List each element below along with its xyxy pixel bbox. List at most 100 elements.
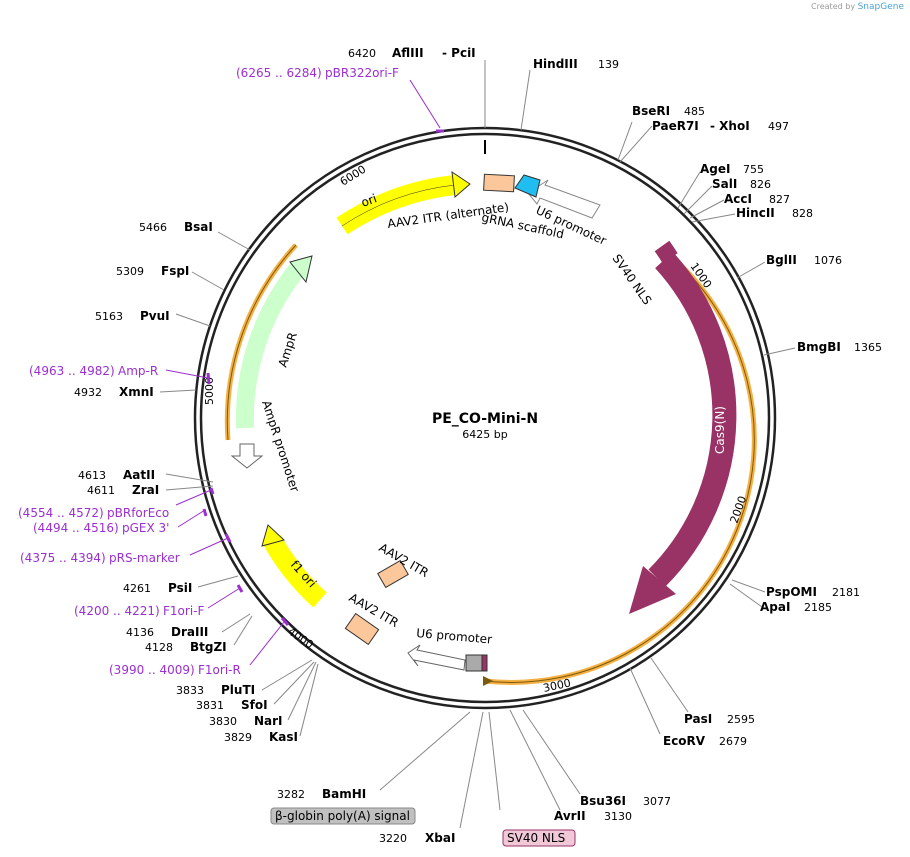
snapgene-credit: Created by SnapGene xyxy=(811,2,904,12)
label-ori: ori xyxy=(359,191,378,209)
feature-cas9-head xyxy=(629,566,676,614)
site-pos: 4136 xyxy=(126,626,154,639)
tick-label-5000: 5000 xyxy=(203,377,216,405)
site-pos: 3829 xyxy=(224,731,252,744)
feature-ampr xyxy=(235,260,307,429)
site-pos: 3077 xyxy=(643,795,671,808)
site-name: AccI xyxy=(724,192,752,206)
site-pos: 4932 xyxy=(74,386,102,399)
primer-range: (3990 .. 4009) xyxy=(109,663,195,677)
label-sv40-nls-box: SV40 NLS xyxy=(507,831,565,845)
site-extra: - PciI xyxy=(442,46,476,60)
primer-name: F1ori-R xyxy=(198,663,241,677)
primer-name: F1ori-F xyxy=(163,604,204,618)
feature-aav2-itr-1 xyxy=(377,559,409,589)
feature-cas9 xyxy=(648,251,737,587)
primer-range: (4200 .. 4221) xyxy=(74,604,160,618)
site-name: HincII xyxy=(736,206,775,220)
site-pos: 3831 xyxy=(196,699,224,712)
site-pos: 1365 xyxy=(854,341,882,354)
primer-leaders xyxy=(165,79,441,666)
feature-u6-promoter-top xyxy=(527,179,601,219)
feature-ampr-head xyxy=(289,255,313,284)
site-pos: 755 xyxy=(743,163,764,176)
tick-label-4000: 4000 xyxy=(285,625,315,652)
plasmid-length: 6425 bp xyxy=(462,428,507,441)
label-ampr-promoter: AmpR promoter xyxy=(259,399,302,494)
site-pos: 2181 xyxy=(832,586,860,599)
site-pos: 3220 xyxy=(379,832,407,845)
site-name: PspOMI xyxy=(766,585,817,599)
site-name: KasI xyxy=(269,730,298,744)
backbone-inner xyxy=(199,132,771,704)
box-sv40-nls xyxy=(502,829,576,847)
site-pos: 2679 xyxy=(719,735,747,748)
feature-ampr-promoter xyxy=(230,443,264,469)
site-pos: 827 xyxy=(769,193,790,206)
site-name: AgeI xyxy=(700,162,730,176)
site-name: PaeR7I xyxy=(652,119,699,133)
site-name: XmnI xyxy=(119,385,154,399)
site-name: DraIII xyxy=(171,625,208,639)
site-name: HindIII xyxy=(533,57,578,71)
feature-ori-head xyxy=(451,170,471,198)
site-name: PsiI xyxy=(168,581,192,595)
feature-sv40-nls xyxy=(654,240,678,263)
label-cas9: Cas9(N) xyxy=(713,406,727,454)
site-pos: 139 xyxy=(598,58,619,71)
credit-prefix: Created by xyxy=(811,2,856,11)
orf-arc-cas9-head xyxy=(483,676,493,686)
primer-range: (4494 .. 4516) xyxy=(33,521,119,535)
site-pos: 497 xyxy=(768,120,789,133)
site-pos: 828 xyxy=(792,207,813,220)
site-pos: 2595 xyxy=(727,713,755,726)
label-sv40-nls: SV40 NLS xyxy=(610,252,655,308)
site-name: PasI xyxy=(684,712,712,726)
primer-marks xyxy=(202,129,444,626)
feature-grna-scaffold xyxy=(514,174,541,198)
site-pos: 6420 xyxy=(348,47,376,60)
feature-f1-ori-head xyxy=(261,524,285,547)
feature-aav2-itr-alternate xyxy=(483,173,515,193)
primer-name: pBRforEco xyxy=(107,506,169,520)
site-name: BmgBI xyxy=(797,340,841,354)
plasmid-name: PE_CO-Mini-N xyxy=(432,411,538,427)
orf-arc-ampr-edge xyxy=(226,244,297,441)
site-pos: 3833 xyxy=(176,684,204,697)
primer-range: (4375 .. 4394) xyxy=(20,551,106,565)
feature-f1-ori xyxy=(263,534,327,608)
site-labels: 6420 AflIII - PciI HindIII 139 BseRI 485… xyxy=(74,46,882,845)
tick-label-3000: 3000 xyxy=(542,676,572,695)
site-pos: 485 xyxy=(684,105,705,118)
site-name: AatII xyxy=(123,468,155,482)
feature-aav2-itr-2 xyxy=(344,612,380,646)
site-extra: - XhoI xyxy=(710,119,750,133)
site-name: BtgZI xyxy=(190,640,227,654)
feature-bglobin-polya xyxy=(465,654,483,672)
site-pos: 3830 xyxy=(209,715,237,728)
site-name: BglII xyxy=(766,253,797,267)
box-bglobin xyxy=(270,807,416,825)
orf-arc-cas9-edge xyxy=(484,247,755,683)
site-pos: 4261 xyxy=(123,582,151,595)
site-name: NarI xyxy=(254,714,283,728)
feature-ori-edge xyxy=(341,184,456,227)
site-name: SfoI xyxy=(241,698,268,712)
site-pos: 4611 xyxy=(87,484,115,497)
primer-range: (4963 .. 4982) xyxy=(29,364,115,378)
site-pos: 5309 xyxy=(116,265,144,278)
label-ampr: AmpR xyxy=(276,330,300,368)
primer-labels: (6265 .. 6284) pBR322ori-F (4963 .. 4982… xyxy=(18,66,399,677)
site-pos: 3130 xyxy=(604,810,632,823)
primer-name: pBR322ori-F xyxy=(325,66,399,80)
site-name: PluTI xyxy=(221,683,255,697)
site-pos: 826 xyxy=(750,178,771,191)
site-name: FspI xyxy=(161,264,189,278)
site-name: ApaI xyxy=(760,600,790,614)
site-pos: 4128 xyxy=(145,641,173,654)
site-name: PvuI xyxy=(140,309,170,323)
site-name: SalI xyxy=(712,177,737,191)
site-name: Bsu36I xyxy=(580,794,626,808)
site-name: AvrII xyxy=(554,809,586,823)
site-name: BseRI xyxy=(632,104,670,118)
